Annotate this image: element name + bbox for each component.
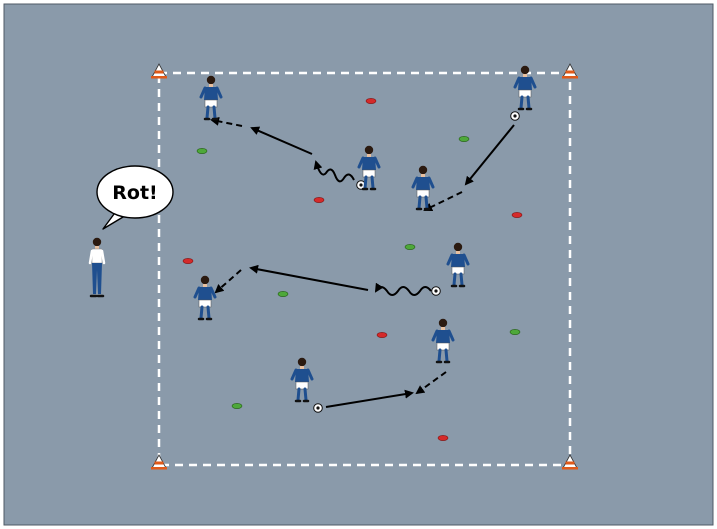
speech-bubble: Rot! <box>96 165 174 230</box>
green-marker <box>404 244 416 250</box>
pass-arrow <box>464 124 515 186</box>
red-marker <box>313 197 325 203</box>
ball <box>313 403 323 413</box>
red-marker <box>376 332 388 338</box>
run-arrow <box>423 191 463 211</box>
pitch-background <box>3 3 714 526</box>
green-marker <box>231 403 243 409</box>
movement-arrows <box>210 116 515 408</box>
green-marker <box>509 329 521 335</box>
pass-arrow <box>325 389 414 408</box>
dribble-arrow <box>374 282 432 296</box>
dribble-arrow <box>313 160 355 183</box>
red-marker <box>365 98 377 104</box>
ball <box>510 111 520 121</box>
green-marker <box>277 291 289 297</box>
red-marker <box>511 212 523 218</box>
run-arrow <box>214 269 242 294</box>
run-arrow <box>210 116 243 127</box>
ball <box>431 286 441 296</box>
green-marker <box>458 136 470 142</box>
pass-arrow <box>250 126 313 155</box>
green-markers <box>196 136 521 409</box>
run-arrow <box>415 371 447 395</box>
red-marker <box>182 258 194 264</box>
green-marker <box>196 148 208 154</box>
pass-arrow <box>249 264 369 291</box>
red-marker <box>437 435 449 441</box>
training-square <box>157 71 572 467</box>
coach-speech-text: Rot! <box>112 182 157 204</box>
coach <box>88 237 106 298</box>
red-markers <box>182 98 523 441</box>
